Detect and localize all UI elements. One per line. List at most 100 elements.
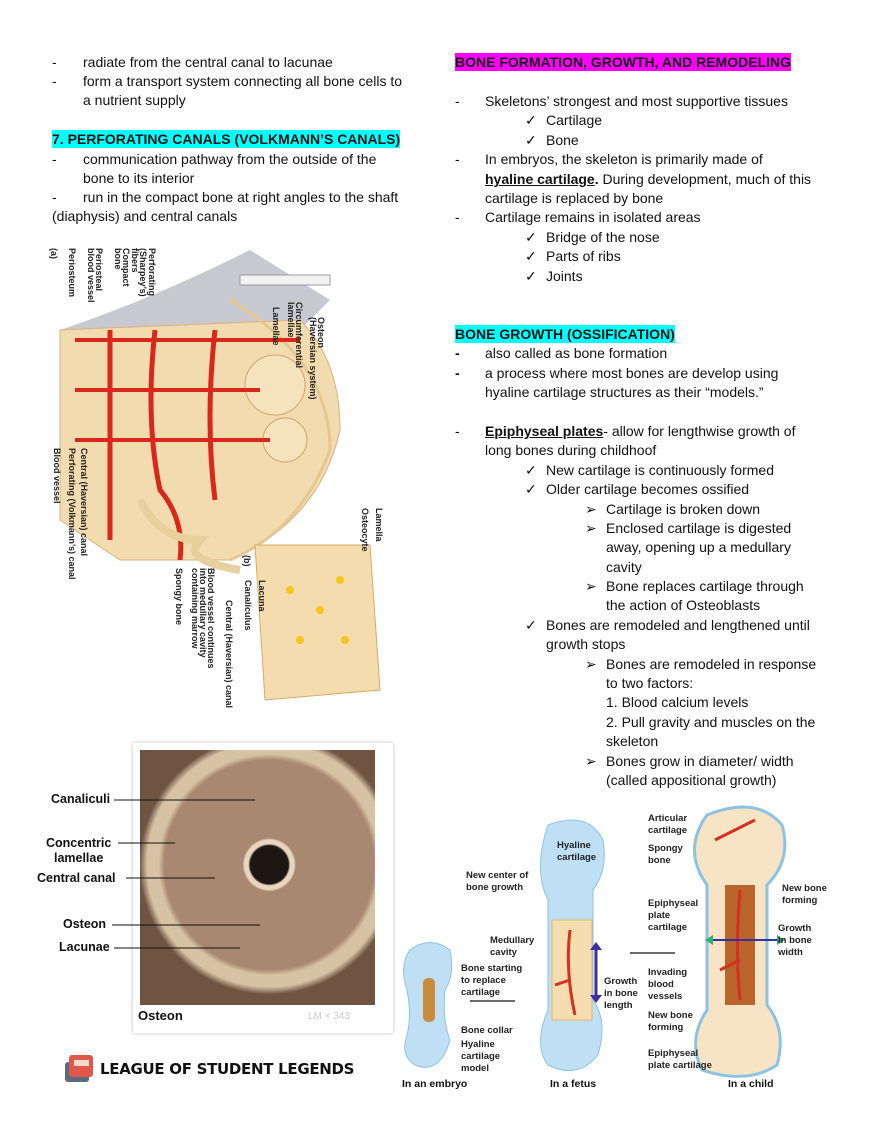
book-icon xyxy=(65,1055,93,1082)
bullet-dash: - xyxy=(52,73,57,89)
text-line: 1. Blood calcium levels xyxy=(606,694,749,710)
label-blood-vessel-continues: containing marrow xyxy=(190,568,200,650)
label-central-canal: Central (Haversian) canal xyxy=(79,448,89,556)
label-central-canal-b: Central (Haversian) canal xyxy=(224,600,234,708)
label-growth-in-bone-length: Growth in bone length xyxy=(604,976,638,1011)
text-line: Epiphyseal plates- allow for lengthwise … xyxy=(485,422,795,440)
label-osteon: (Haversian system) xyxy=(308,317,318,400)
period: . xyxy=(594,171,599,187)
check-icon: ✓ xyxy=(525,617,537,633)
text-line: run in the compact bone at right angles … xyxy=(83,189,399,205)
micrograph-caption: Osteon xyxy=(138,1008,183,1023)
text-line: Cartilage remains in isolated areas xyxy=(485,209,701,225)
label-hyaline-cartilage-model: Hyaline cartilage model xyxy=(461,1039,501,1074)
label-new-center-bone-growth: New center of bone growth xyxy=(466,870,529,893)
label-bone-starting: Bone starting to replace cartilage xyxy=(461,963,523,998)
text-line: Bones are remodeled and lengthened until xyxy=(546,617,810,633)
label-canaliculus: Canaliculus xyxy=(243,580,253,631)
label-canaliculi: Canaliculi xyxy=(51,792,111,806)
text-line: hyaline cartilage structures as their “m… xyxy=(485,384,764,400)
label-new-bone-forming: New bone forming xyxy=(782,883,827,906)
label-invading-blood-vessels: Invading blood vessels xyxy=(648,967,688,1002)
text-line: New cartilage is continuously formed xyxy=(546,462,774,478)
label-spongy-bone: Spongy bone xyxy=(648,843,683,866)
text-line: away, opening up a medullary xyxy=(606,539,791,555)
text-line: (called appositional growth) xyxy=(606,772,777,788)
label-growth-in-bone-width: Growth in bone width xyxy=(778,923,812,958)
label-perforating: fibers xyxy=(130,248,140,273)
label-volkmann-canal: Perforating (Volkmann’s) canal xyxy=(67,448,77,580)
label-lacunae: Lacunae xyxy=(59,940,110,954)
bullet-dash: - xyxy=(455,209,460,225)
text-line: cartilage is replaced by bone xyxy=(485,190,664,206)
text-line: Bridge of the nose xyxy=(546,229,660,245)
label-osteon: Osteon xyxy=(316,317,326,348)
text-line: Enclosed cartilage is digested xyxy=(606,520,792,536)
text-line: skeleton xyxy=(606,733,659,749)
text-line: bone to its interior xyxy=(83,170,195,186)
text-line: Joints xyxy=(546,268,583,284)
term-hyaline-cartilage: hyaline cartilage xyxy=(485,171,595,187)
text-line: Cartilage xyxy=(546,112,603,128)
label-medullary-cavity: Medullary cavity xyxy=(490,935,535,958)
label-blood-vessel: Blood vessel xyxy=(52,448,62,504)
label-osteocyte: Osteocyte xyxy=(360,508,370,552)
arrow-bullet-icon: ➢ xyxy=(585,501,597,517)
bullet-dash: - xyxy=(52,151,57,167)
label-epiphyseal-plate-cartilage: Epiphyseal plate cartilage xyxy=(648,898,699,933)
bullet-dash: - xyxy=(52,54,57,70)
text-line: Skeletons’ strongest and most supportive… xyxy=(485,93,788,109)
arrow-bullet-icon: ➢ xyxy=(585,753,597,769)
arrow-bullet-icon: ➢ xyxy=(585,520,597,536)
text-line: Parts of ribs xyxy=(546,248,621,264)
label-periosteum: Periosteum xyxy=(67,248,77,297)
check-icon: ✓ xyxy=(525,248,537,264)
caption-embryo: In an embryo xyxy=(402,1078,468,1090)
caption-fetus: In a fetus xyxy=(550,1078,597,1090)
text-line: the action of Osteoblasts xyxy=(606,597,761,613)
text-line: form a transport system connecting all b… xyxy=(83,73,403,89)
check-icon: ✓ xyxy=(525,268,537,284)
arrow-bullet-icon: ➢ xyxy=(585,578,597,594)
text-line: Bones are remodeled in response xyxy=(606,656,817,672)
term-epiphyseal-plates: Epiphyseal plates xyxy=(485,423,604,439)
text-line: hyaline cartilage. During development, m… xyxy=(485,170,811,188)
text-span: - allow for lengthwise growth of xyxy=(603,423,796,439)
label-b: (b) xyxy=(242,555,252,567)
label-compact-bone: bone xyxy=(113,248,123,270)
label-perforating: (Sharpey’s) xyxy=(138,248,148,297)
label-perforating: Perforating xyxy=(147,248,157,296)
label-lacuna: Lacuna xyxy=(257,580,267,613)
text-line: Cartilage is broken down xyxy=(606,501,761,517)
check-icon: ✓ xyxy=(525,481,537,497)
text-line: a process where most bones are develop u… xyxy=(485,365,779,381)
label-epiphyseal-plate-cartilage: Epiphyseal plate cartilage xyxy=(648,1048,712,1071)
label-lamellae: Lamellae xyxy=(271,307,281,346)
label-periosteal: Periosteal xyxy=(94,248,104,291)
bullet-dash: - xyxy=(455,423,460,439)
bullet-dash: - xyxy=(455,365,460,381)
check-icon: ✓ xyxy=(525,462,537,478)
text-line: Bones grow in diameter/ width xyxy=(606,753,794,769)
text-line: Bone xyxy=(546,132,579,148)
label-osteon: Osteon xyxy=(63,917,107,931)
label-periosteal: blood vessel xyxy=(86,248,96,303)
caption-child: In a child xyxy=(728,1078,774,1090)
label-compact-bone: Compact xyxy=(121,248,131,287)
bullet-dash: - xyxy=(455,345,460,361)
check-icon: ✓ xyxy=(525,112,537,128)
text-line: communication pathway from the outside o… xyxy=(83,151,377,167)
text-span: During development, much of this xyxy=(598,171,812,187)
section-heading-bone-growth: BONE GROWTH (OSSIFICATION) xyxy=(455,325,675,343)
bullet-dash: - xyxy=(455,151,460,167)
text-line: a nutrient supply xyxy=(83,92,186,108)
logo: LEAGUE OF STUDENT LEGENDS xyxy=(62,1052,354,1086)
text-line: to two factors: xyxy=(606,675,694,691)
label-blood-vessel-continues: into medullary cavity xyxy=(198,568,208,658)
text-line: (diaphysis) and central canals xyxy=(52,208,238,224)
label-bone-collar: Bone collar xyxy=(461,1025,513,1036)
label-spongy-bone: Spongy bone xyxy=(174,568,184,625)
